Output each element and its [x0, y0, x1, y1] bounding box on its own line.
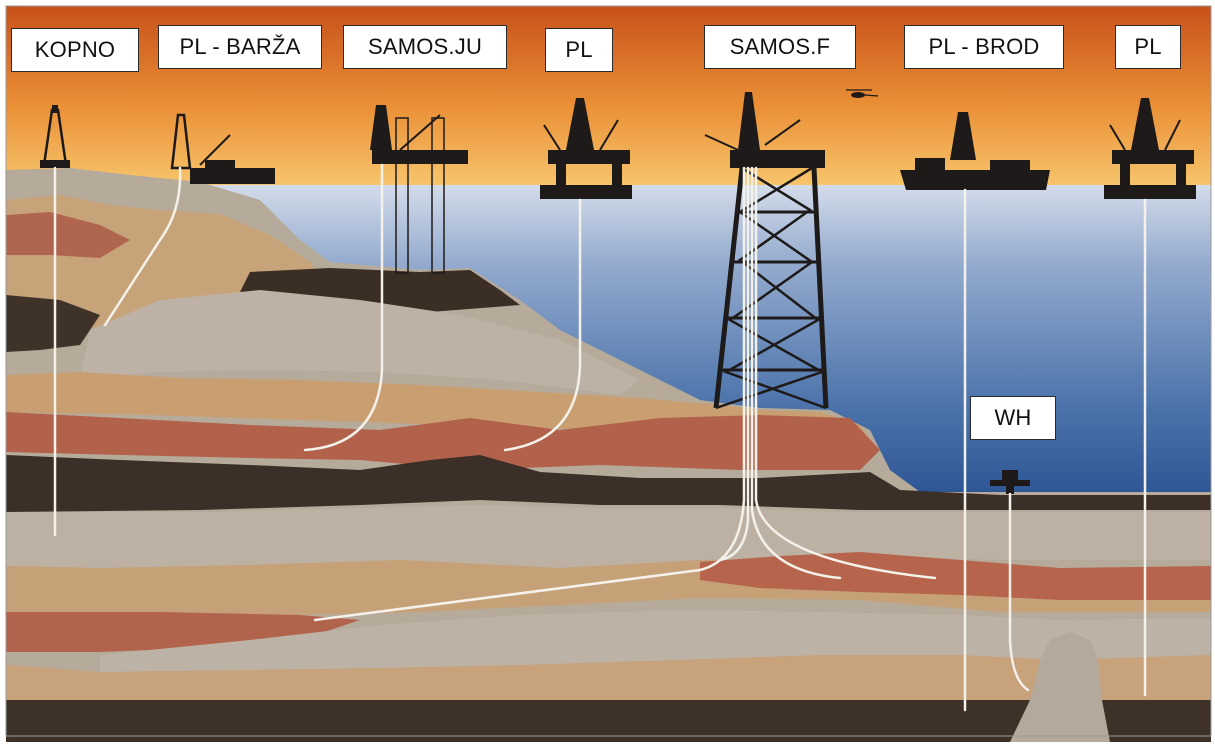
jackup-rig-icon [370, 105, 468, 274]
well-path-barza [103, 166, 182, 327]
fixed-platform-icon [704, 92, 829, 410]
well-path-samos-f-1 [313, 166, 746, 622]
drill-ship-icon [900, 112, 1050, 190]
well-path-samos-f-3 [750, 166, 842, 580]
rock-strata [6, 168, 1211, 742]
well-path-samos-f-4 [754, 166, 937, 580]
well-path-wh [1008, 492, 1030, 692]
label-pl-2: PL [1115, 25, 1181, 69]
label-pl-1: PL [545, 28, 613, 72]
label-samos-ju: SAMOS.JU [343, 25, 507, 69]
well-paths [53, 163, 1147, 712]
label-pl-barza: PL - BARŽA [158, 25, 322, 69]
semisub-rig-1-icon [540, 98, 632, 199]
label-wh: WH [970, 396, 1056, 440]
well-path-samos-f-2 [718, 166, 750, 562]
barge-rig-icon [170, 113, 275, 184]
helicopter-icon [846, 89, 879, 98]
land-rig-icon [40, 105, 70, 168]
semisub-rig-2-icon [1104, 98, 1196, 199]
label-pl-brod: PL - BROD [904, 25, 1064, 69]
label-samos-f: SAMOS.F [704, 25, 856, 69]
label-kopno: KOPNO [11, 28, 139, 72]
well-path-pl-1 [503, 198, 582, 452]
well-path-samos-ju [303, 163, 384, 452]
wellhead-icon [990, 470, 1030, 494]
platforms [40, 89, 1196, 494]
